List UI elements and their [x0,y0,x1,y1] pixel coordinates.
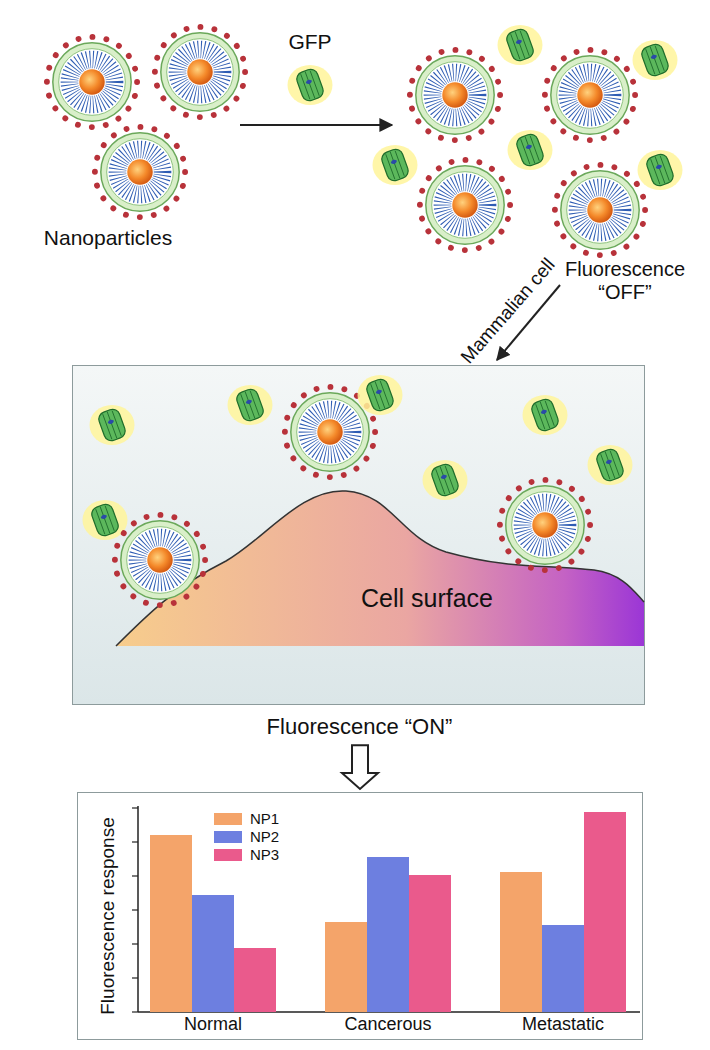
nanoparticle-group [47,27,245,217]
cell-fill [116,491,644,646]
legend-swatch [214,849,242,861]
panel-box: Fluorescence “ON”Cell surface [72,365,645,705]
panel-caption: Fluorescence “ON” [53,714,666,739]
released-gfp [83,385,633,540]
category-label: Cancerous [344,1014,431,1035]
arrow-label: Mammalian cell [456,254,559,368]
reaction-arrow [240,124,392,126]
legend-text: NP1 [250,810,279,827]
cell-membrane [116,491,644,646]
cell-outline [116,466,644,646]
cell-label: Cell surface [361,584,493,613]
category-label: Normal [184,1014,242,1035]
gfp-protein [288,65,333,105]
legend-text: NP2 [250,828,279,845]
category-label: Metastatic [522,1014,604,1035]
axis-title: Fluorescence response [97,817,119,1015]
legend-text: NP3 [250,846,279,863]
state-label: Fluorescence “OFF” [560,258,690,304]
chart-box: Fluorescence response [77,792,643,1040]
legend-swatch [214,831,242,843]
nanoparticle-gfp-complex [373,25,683,255]
legend-swatch [214,813,242,825]
bound-nanoparticles [115,375,590,605]
group-label: Nanoparticles [44,226,172,250]
cell-shape: Cell surface [116,466,644,646]
bar-chart [132,806,640,1012]
reagent-label: GFP [288,30,331,54]
hollow-arrow [342,745,378,789]
